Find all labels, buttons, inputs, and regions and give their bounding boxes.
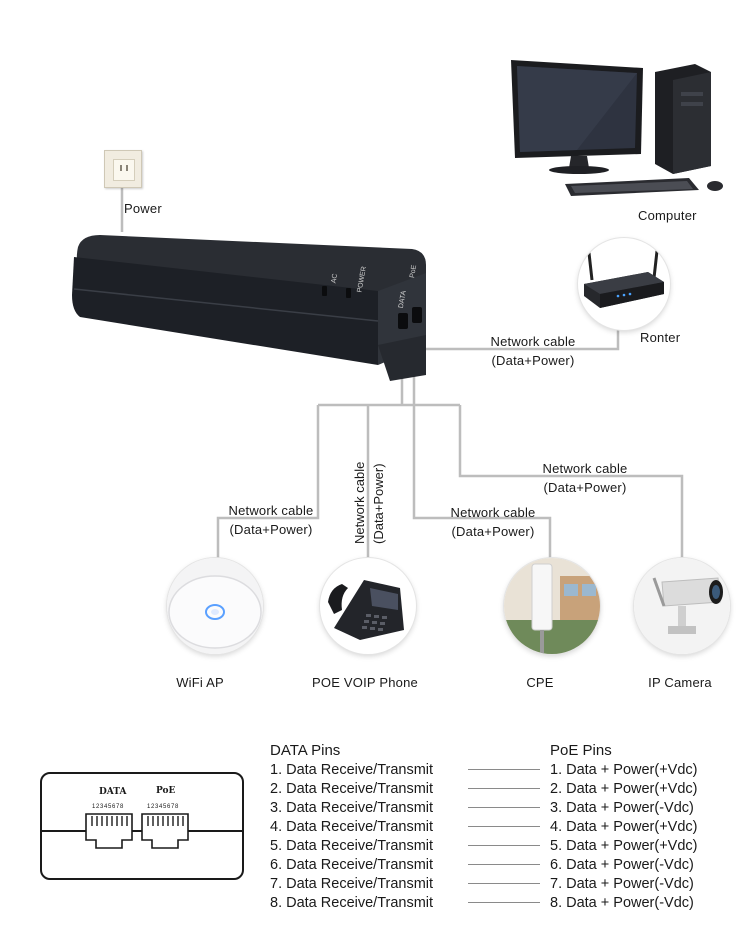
device-label-phone: POE VOIP Phone	[312, 675, 418, 690]
pin-connector-lines	[468, 769, 540, 903]
data-port-opening	[398, 313, 408, 329]
camera-cable-label-line2: (Data+Power)	[543, 480, 627, 495]
ip-camera-circle	[634, 558, 730, 654]
power-label: Power	[124, 201, 162, 216]
data-pin-row: 7. Data Receive/Transmit	[270, 876, 434, 892]
poe-rj45-jack	[141, 813, 189, 849]
wifi-cable-label-line2: (Data+Power)	[229, 522, 313, 537]
port-label-data: DATA	[99, 787, 127, 797]
cpe-cable-label: Network cable (Data+Power)	[438, 503, 548, 541]
wifi-cable-label-line1: Network cable	[228, 503, 314, 518]
wifi-cable-label: Network cable (Data+Power)	[216, 501, 326, 539]
poe-pin-numbers: 1 2 3 4 5 6 7 8	[147, 804, 178, 810]
outlet-slot	[126, 165, 128, 171]
poe-pins-list: PoE Pins 1. Data + Power(+Vdc) 2. Data +…	[550, 741, 698, 913]
computer-label: Computer	[638, 208, 697, 223]
voip-phone-circle	[320, 558, 416, 654]
poe-pin-row: 6. Data + Power(-Vdc)	[550, 857, 694, 873]
cpe-cable-label-line1: Network cable	[450, 505, 536, 520]
wifi-cable	[216, 405, 320, 565]
poe-pin-row: 3. Data + Power(-Vdc)	[550, 800, 694, 816]
port-label-poe: PoE	[156, 786, 176, 796]
data-pin-row: 2. Data Receive/Transmit	[270, 781, 434, 797]
device-label-camera: IP Camera	[648, 675, 712, 690]
device-label-wifi: WiFi AP	[176, 675, 224, 690]
data-pin-row: 3. Data Receive/Transmit	[270, 800, 434, 816]
cpe-cable-label-line2: (Data+Power)	[451, 524, 535, 539]
device-label-cpe: CPE	[526, 675, 554, 690]
router-cable-label-line2: (Data+Power)	[491, 353, 575, 368]
data-pin-row: 6. Data Receive/Transmit	[270, 857, 434, 873]
wall-outlet	[104, 150, 142, 188]
cpe-image	[504, 558, 600, 654]
poe-pin-row: 8. Data + Power(-Vdc)	[550, 895, 694, 911]
poe-pin-row: 2. Data + Power(+Vdc)	[550, 781, 698, 797]
poe-pins-header: PoE Pins	[550, 742, 612, 759]
wifi-ap-circle	[167, 558, 263, 654]
poe-pin-row: 7. Data + Power(-Vdc)	[550, 876, 694, 892]
camera-cable-label-line1: Network cable	[542, 461, 628, 476]
wifi-ap-image	[167, 558, 263, 654]
poe-pin-row: 1. Data + Power(+Vdc)	[550, 762, 698, 778]
data-pin-row: 5. Data Receive/Transmit	[270, 838, 434, 854]
data-rj45-jack	[85, 813, 133, 849]
camera-cable	[458, 405, 684, 565]
phone-cable-label-line1: Network cable	[352, 461, 367, 544]
poe-pin-row: 5. Data + Power(+Vdc)	[550, 838, 698, 854]
computer-image	[511, 60, 723, 196]
router-cable-label: Network cable (Data+Power)	[478, 332, 588, 370]
data-pin-numbers: 1 2 3 4 5 6 7 8	[92, 804, 123, 810]
data-pin-row: 4. Data Receive/Transmit	[270, 819, 434, 835]
router-image	[584, 241, 664, 308]
outlet-slot	[120, 165, 122, 171]
phone-cable-label-line2: (Data+Power)	[371, 463, 386, 544]
poe-injector	[72, 235, 426, 381]
poe-port-opening	[412, 307, 422, 323]
voip-phone-image	[328, 580, 404, 640]
data-pin-row: 8. Data Receive/Transmit	[270, 895, 434, 911]
camera-cable-label: Network cable (Data+Power)	[530, 459, 640, 497]
data-pins-list: DATA Pins 1. Data Receive/Transmit 2. Da…	[270, 741, 433, 913]
cpe-cable	[412, 325, 552, 565]
rj45-jacks	[85, 813, 189, 849]
router-circle	[578, 238, 670, 330]
data-pin-row: 1. Data Receive/Transmit	[270, 762, 434, 778]
poe-pin-row: 4. Data + Power(+Vdc)	[550, 819, 698, 835]
outlet-plate	[113, 159, 135, 181]
cpe-circle	[504, 558, 600, 654]
router-cable-label-line1: Network cable	[490, 334, 576, 349]
data-pins-header: DATA Pins	[270, 742, 341, 759]
ip-camera-image	[634, 558, 730, 654]
router-label: Ronter	[640, 330, 681, 345]
